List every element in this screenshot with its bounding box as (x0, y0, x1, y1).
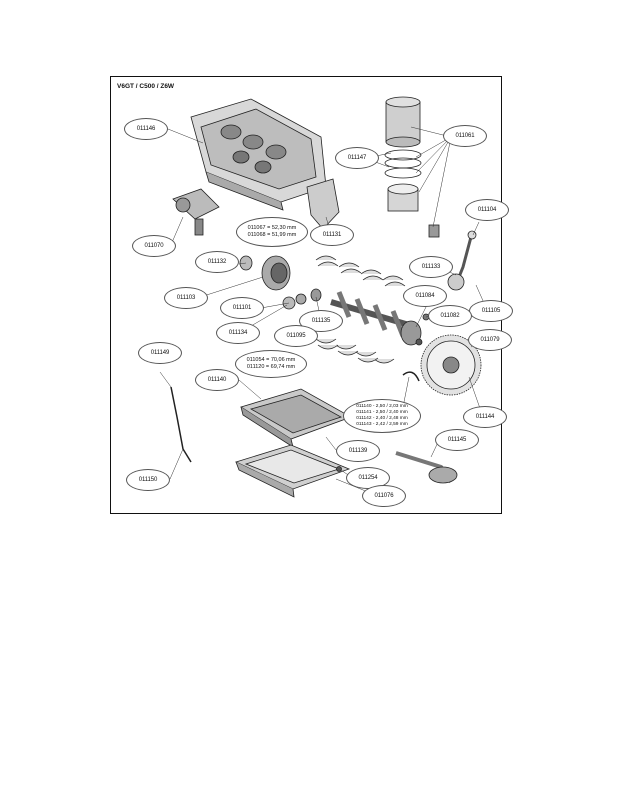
callout-011140: 011140 (195, 369, 239, 391)
callout-011146: 011146 (124, 118, 168, 140)
callout-011150: 011150 (126, 469, 170, 491)
callout-011061: 011061 (443, 125, 487, 147)
connecting-rod-drawing (447, 230, 477, 291)
callout-011079: 011079 (468, 329, 512, 351)
bedplate-drawing (240, 388, 352, 448)
callout-011131: 011131 (310, 224, 354, 246)
engine-block-drawing (190, 98, 327, 211)
lower-bearing-shells (315, 338, 395, 364)
bearing-note-line: 011141 - 2,50 / 2,40 mm (356, 410, 408, 416)
callout-011095: 011095 (274, 325, 318, 347)
callout-011103: 011103 (164, 287, 208, 309)
oil-pan-drawing (234, 444, 351, 498)
diagram-frame: V6GT / C500 / Z6W 011146 011061 011147 0… (110, 76, 513, 514)
journal-note-line: 011120 = 69,74 mm (246, 364, 296, 370)
journal-diameter-note-lower: 011054 = 70,06 mm 011120 = 69,74 mm (235, 350, 307, 378)
callout-011084: 011084 (403, 285, 447, 307)
bearing-note-line: 011142 - 2,40 / 2,48 mm (356, 416, 408, 421)
dipstick-drawing (170, 386, 192, 463)
journal-note-line: 011054 = 70,06 mm (246, 357, 296, 364)
callout-011070: 011070 (132, 235, 176, 257)
bearing-note-line: 011140 - 2,50 / 2,03 mm (356, 404, 408, 410)
thrust-washer-drawing (402, 371, 420, 382)
callout-011145: 011145 (435, 429, 479, 451)
journal-note-line: 011068 = 51,99 mm (247, 232, 297, 238)
callout-011101: 011101 (220, 297, 264, 319)
callout-011139: 011139 (336, 440, 380, 462)
oil-pump-drawing (172, 188, 220, 236)
callout-011134: 011134 (216, 322, 260, 344)
callout-011104: 011104 (465, 199, 509, 221)
callout-011132: 011132 (195, 251, 239, 273)
callout-011135: 011135 (299, 310, 343, 332)
bearing-note-line: 011143 - 2,42 / 2,59 mm (356, 421, 408, 427)
journal-note-line: 011067 = 52,30 mm (247, 225, 297, 232)
diagram-title: V6GT / C500 / Z6W (117, 83, 175, 90)
upper-bearing-shells (315, 255, 406, 287)
front-cover-drawing (306, 178, 340, 230)
callout-011149: 011149 (138, 342, 182, 364)
callout-011105: 011105 (469, 300, 513, 322)
crank-pulley-drawing (239, 255, 322, 310)
bearing-shell-size-note: 011140 - 2,50 / 2,03 mm 011141 - 2,50 / … (343, 399, 421, 433)
callout-011144: 011144 (463, 406, 507, 428)
callout-011082: 011082 (428, 305, 472, 327)
callout-011147: 011147 (335, 147, 379, 169)
callout-011076: 011076 (362, 485, 406, 507)
journal-diameter-note-upper: 011067 = 52,30 mm 011068 = 51,99 mm (236, 217, 308, 247)
callout-011133: 011133 (409, 256, 453, 278)
piston-drawing (384, 96, 440, 238)
oil-pickup-drawing (395, 451, 458, 484)
